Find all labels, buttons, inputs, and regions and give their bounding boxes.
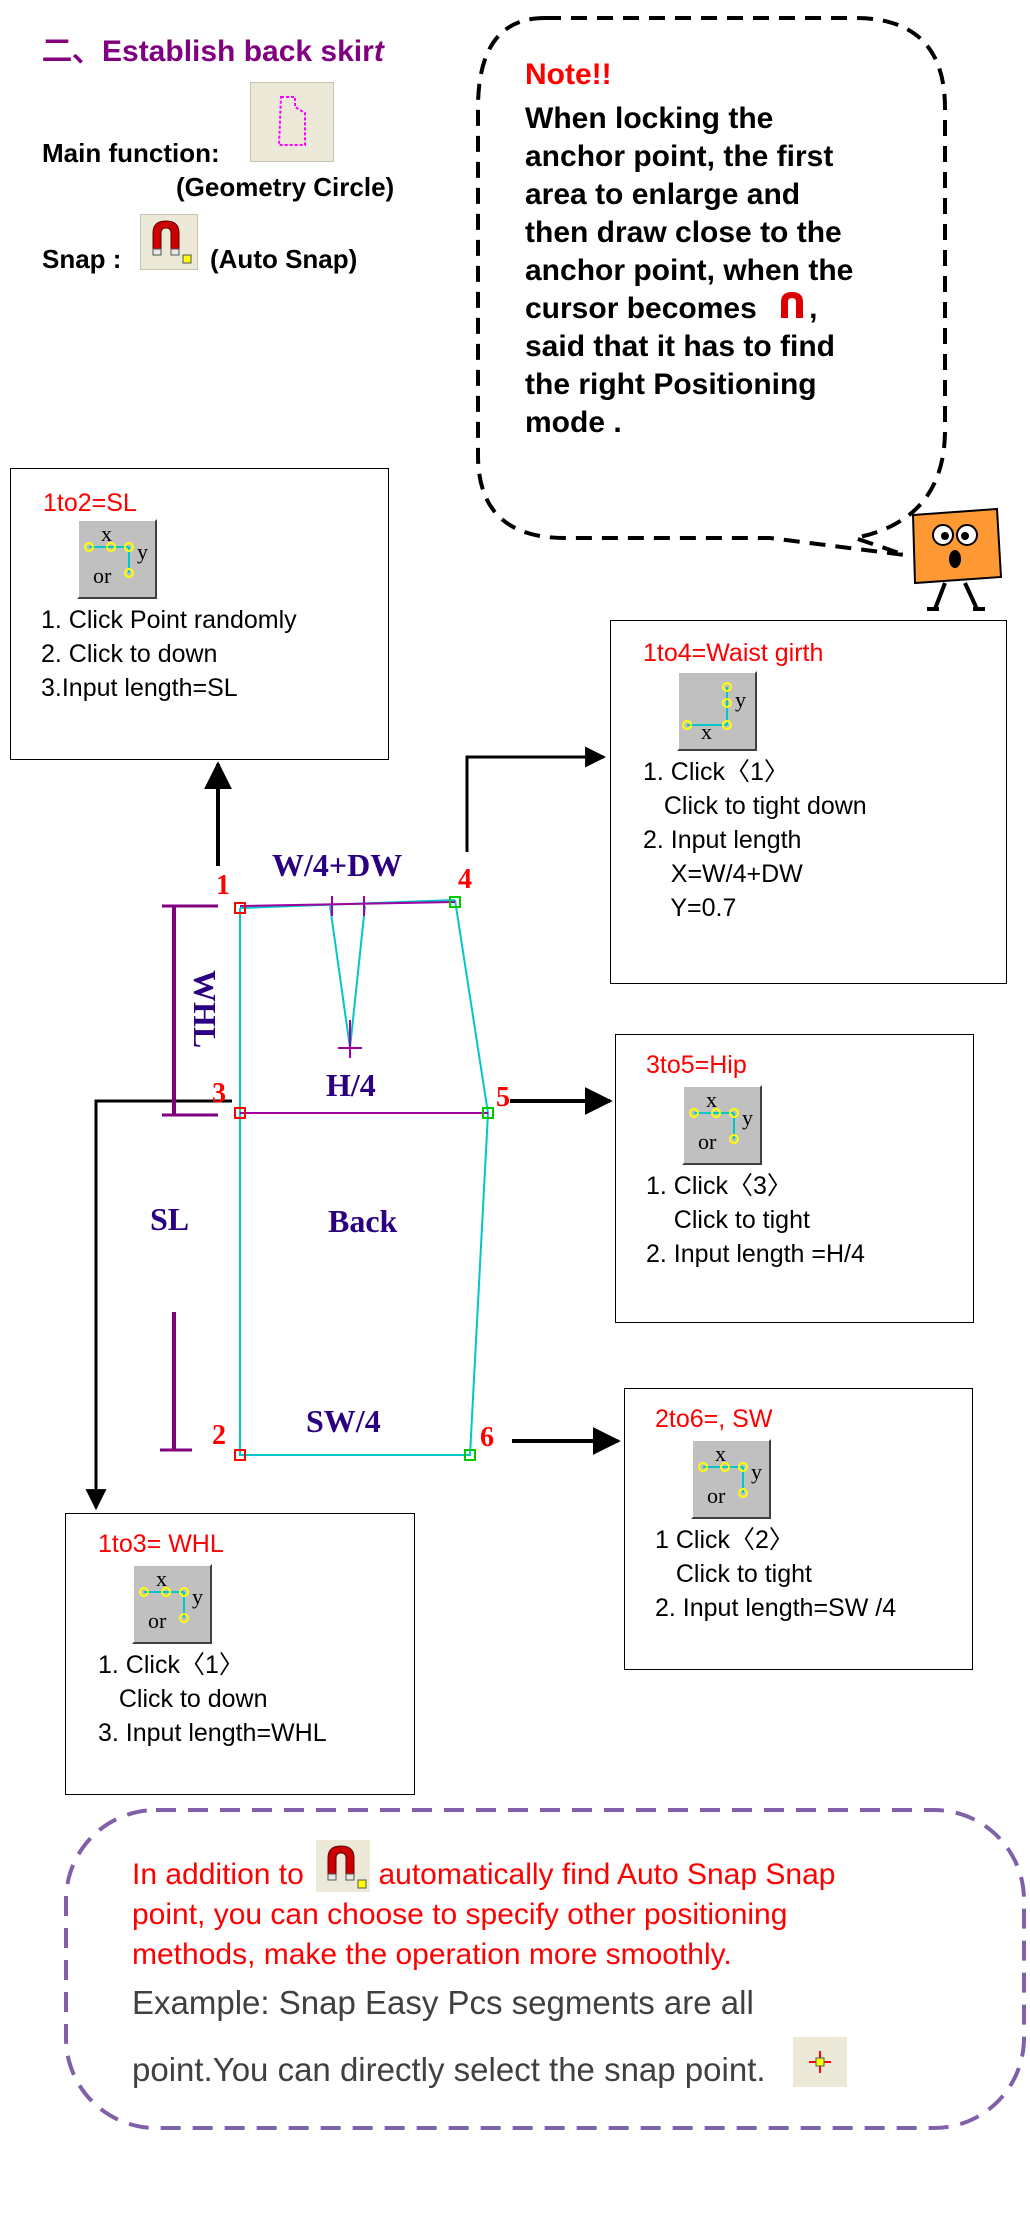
arrow-to-whl-box	[85, 1099, 232, 1511]
step-box-hip: 3to5=Hip x y or 1. Click〈3〉 Click to tig…	[615, 1034, 974, 1323]
arrow-to-waist-box	[465, 746, 607, 852]
main-function-label: Main function:	[42, 138, 220, 168]
xy-or-tool-icon: x y or	[77, 519, 157, 599]
geometry-circle-caption: (Geometry Circle)	[176, 172, 395, 202]
magnet-icon	[152, 220, 192, 264]
step-title: 1to3= WHL	[98, 1530, 224, 1558]
snap-point-button[interactable]	[792, 2037, 847, 2087]
dart	[329, 905, 366, 1049]
note-body: When locking the anchor point, the first…	[525, 102, 854, 439]
point-label-2: 2	[212, 1420, 226, 1451]
point-label-1: 1	[216, 870, 230, 901]
point-marker-6[interactable]	[464, 1449, 476, 1461]
step-box-sw: 2to6=, SW x y or 1 Click〈2〉 Click to tig…	[624, 1388, 973, 1670]
point-label-5: 5	[496, 1082, 510, 1113]
step-box-whl: 1to3= WHL x y or 1. Click〈1〉 Click to do…	[65, 1513, 415, 1795]
sweep-label: SW/4	[306, 1403, 381, 1439]
point-marker-2[interactable]	[234, 1449, 246, 1461]
waistline-magenta	[239, 901, 456, 907]
sl-label: SL	[150, 1201, 189, 1237]
point-marker-5[interactable]	[482, 1107, 494, 1119]
point-marker-3[interactable]	[234, 1107, 246, 1119]
step-title: 1to2=SL	[43, 489, 137, 517]
xy-tool-icon: y x	[677, 671, 757, 751]
step-box-waist: 1to4=Waist girth y x 1. Click〈1〉 Click t…	[610, 620, 1007, 984]
back-skirt-outline	[239, 899, 490, 1456]
crosshair-icon	[808, 2051, 831, 2073]
xy-or-tool-icon: x y or	[682, 1085, 762, 1165]
point-marker-4[interactable]	[449, 896, 461, 908]
step-box-sl: 1to2=SL x y or 1. Click Point randomly 2…	[10, 468, 389, 760]
xy-or-tool-icon: x y or	[691, 1439, 771, 1519]
waist-label: W/4+DW	[272, 847, 402, 883]
magnet-icon	[327, 1845, 367, 1889]
xy-or-tool-icon: x y or	[132, 1564, 212, 1644]
point-label-6: 6	[480, 1422, 494, 1453]
snap-label: Snap :	[42, 244, 122, 274]
hip-label: H/4	[326, 1067, 376, 1103]
point-label-4: 4	[458, 864, 472, 895]
point-label-3: 3	[212, 1078, 226, 1109]
skirt-pattern-diagram: 1 2 3 4 5 6 W/4+DW H/4 Back SW/4 SL WHL	[85, 746, 621, 1511]
whl-label: WHL	[187, 970, 223, 1048]
auto-snap-button[interactable]	[140, 214, 198, 270]
point-marker-1[interactable]	[234, 902, 246, 914]
step-title: 3to5=Hip	[646, 1051, 747, 1079]
step-title: 2to6=, SW	[655, 1405, 773, 1433]
auto-snap-caption: (Auto Snap)	[210, 244, 358, 274]
note-bubble	[476, 16, 947, 557]
step-title: 1to4=Waist girth	[643, 639, 824, 667]
geometry-circle-icon	[277, 96, 306, 146]
geometry-circle-button[interactable]	[250, 82, 334, 162]
tip-panel: In addition to automatically find Auto S…	[132, 1840, 992, 2092]
note-title: Note!!	[525, 58, 612, 91]
back-label: Back	[328, 1203, 398, 1239]
page-title: 二、Establish back skirt	[42, 35, 384, 68]
magnet-cursor-icon	[781, 292, 804, 318]
tip-panel-border	[64, 1808, 1026, 2130]
auto-snap-inline-button[interactable]	[316, 1840, 371, 1892]
cartoon-character-icon	[911, 507, 1003, 611]
